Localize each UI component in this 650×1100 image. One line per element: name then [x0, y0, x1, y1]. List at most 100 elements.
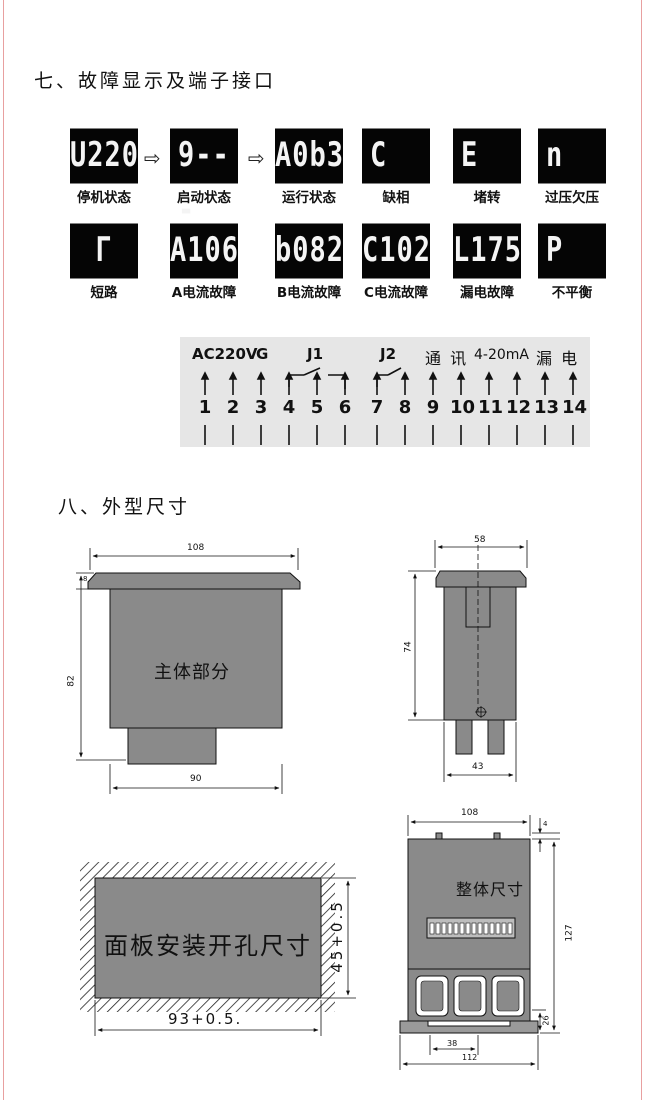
terminal-strip-tooth	[447, 922, 453, 935]
section-7-title: 七、故障显示及端子接口	[34, 70, 277, 92]
terminal-number: 11	[478, 397, 504, 418]
terminal-label-j2: J2	[380, 345, 397, 363]
front-dim-body-width: 90	[190, 774, 202, 784]
terminal-strip-tooth	[483, 922, 489, 935]
display-label: 短路	[90, 285, 118, 301]
front-dim-width: 108	[187, 543, 205, 553]
display-short: Γ 短路	[70, 223, 138, 301]
terminal-number: 5	[310, 397, 324, 418]
terminal-strip-tooth	[459, 922, 465, 935]
terminal-number: 9	[426, 397, 440, 418]
display-label: 停机状态	[77, 190, 131, 206]
display-voltage: n 过压欠压	[538, 128, 606, 206]
display-stall: E 堵转	[453, 128, 521, 206]
terminal-number: 3	[254, 397, 268, 418]
terminal-number: 6	[338, 397, 352, 418]
panel-cutout-view	[80, 862, 335, 1012]
display-label: 运行状态	[282, 190, 336, 206]
right-border-line	[641, 0, 642, 1100]
display-label: C电流故障	[364, 285, 428, 301]
terminal-strip-tooth	[507, 922, 513, 935]
overall-upper-body	[407, 838, 531, 970]
display-a-current: A106 A电流故障	[170, 223, 238, 301]
overall-top-tab-right	[493, 832, 501, 840]
arrow-icon: ⇨	[144, 146, 161, 170]
terminal-number: 2	[226, 397, 240, 418]
arrow-icon: ⇨	[248, 146, 265, 170]
display-phase-loss: C 缺相	[362, 128, 430, 206]
overall-dim-rail: 38	[447, 1039, 458, 1048]
front-body	[109, 588, 283, 729]
terminal-strip-tooth	[495, 922, 501, 935]
side-view	[435, 570, 527, 755]
j1-contact-nc	[328, 374, 346, 389]
display-label: 缺相	[382, 190, 410, 206]
front-connector	[127, 727, 217, 765]
terminal-strip-tooth	[465, 922, 471, 935]
j2-contact	[376, 374, 388, 387]
terminal-strip-tooth	[453, 922, 459, 935]
terminal-strip-tooth	[471, 922, 477, 935]
overall-label: 整体尺寸	[456, 880, 525, 899]
panel-dim-height: 45+0.5	[327, 899, 346, 973]
terminal-number: 7	[370, 397, 384, 418]
display-b-current: b082 B电流故障	[275, 223, 343, 301]
overall-dim-base-width: 112	[462, 1053, 478, 1062]
display-label: A电流故障	[171, 285, 237, 301]
display-code: 9---	[170, 128, 238, 230]
panel-cutout-label: 面板安装开孔尺寸	[104, 932, 312, 960]
terminal-strip-tooth	[477, 922, 483, 935]
side-dim-bottom: 43	[472, 762, 484, 772]
display-label: 堵转	[473, 190, 501, 206]
display-code: P	[538, 223, 606, 279]
display-label: B电流故障	[276, 285, 342, 301]
overall-top-tab-left	[435, 832, 443, 840]
terminal-number: 10	[450, 397, 476, 418]
terminal-number: 13	[534, 397, 560, 418]
display-code: C102	[362, 223, 430, 279]
display-label: 漏电故障	[460, 285, 514, 301]
terminal-strip-tooth	[429, 922, 435, 935]
side-dims	[408, 540, 528, 782]
terminal-label-power: AC220V	[192, 345, 258, 363]
overall-dims	[399, 815, 560, 1070]
display-start: 9--- 启动状态	[170, 128, 238, 230]
terminal-number: 8	[398, 397, 412, 418]
terminal-number: 14	[562, 397, 588, 418]
front-body-label: 主体部分	[154, 662, 230, 683]
section-8-title: 八、外型尺寸	[58, 496, 191, 518]
overall-view	[399, 832, 539, 1034]
display-leakage: L175 漏电故障	[453, 223, 521, 301]
terminal-label-leak: 漏 电	[536, 349, 580, 368]
front-dim-height: 82	[66, 675, 77, 687]
display-code: U220	[70, 128, 138, 184]
display-code: n	[538, 128, 606, 184]
front-bezel	[87, 572, 301, 590]
terminal-label-analog: 4-20mA	[474, 347, 529, 363]
display-code: A0b3	[275, 128, 343, 184]
display-label: 过压欠压	[545, 190, 599, 206]
display-code: C	[362, 128, 430, 184]
display-code: L175	[453, 223, 521, 279]
side-dim-width: 58	[474, 535, 486, 545]
terminal-strip-tooth	[501, 922, 507, 935]
side-pin-left	[455, 719, 473, 755]
side-dim-height: 74	[403, 641, 414, 653]
overall-dim-height: 127	[564, 924, 575, 942]
display-code: b082	[275, 223, 343, 279]
display-code: A106	[170, 223, 238, 279]
panel-dim-width: 93+0.5.	[168, 1010, 243, 1028]
panel-dims	[94, 877, 356, 1036]
terminal-label-ground: G	[256, 345, 269, 363]
terminal-number: 12	[506, 397, 532, 418]
terminal-strip-tooth	[489, 922, 495, 935]
front-dim-thickness: 8	[83, 575, 88, 583]
display-label: 不平衡	[551, 285, 593, 301]
left-border-line	[3, 0, 4, 1100]
display-code: Γ	[70, 223, 138, 279]
display-label: 启动状态	[177, 190, 231, 206]
display-c-current: C102 C电流故障	[362, 223, 430, 301]
terminal-label-j1: J1	[307, 345, 324, 363]
